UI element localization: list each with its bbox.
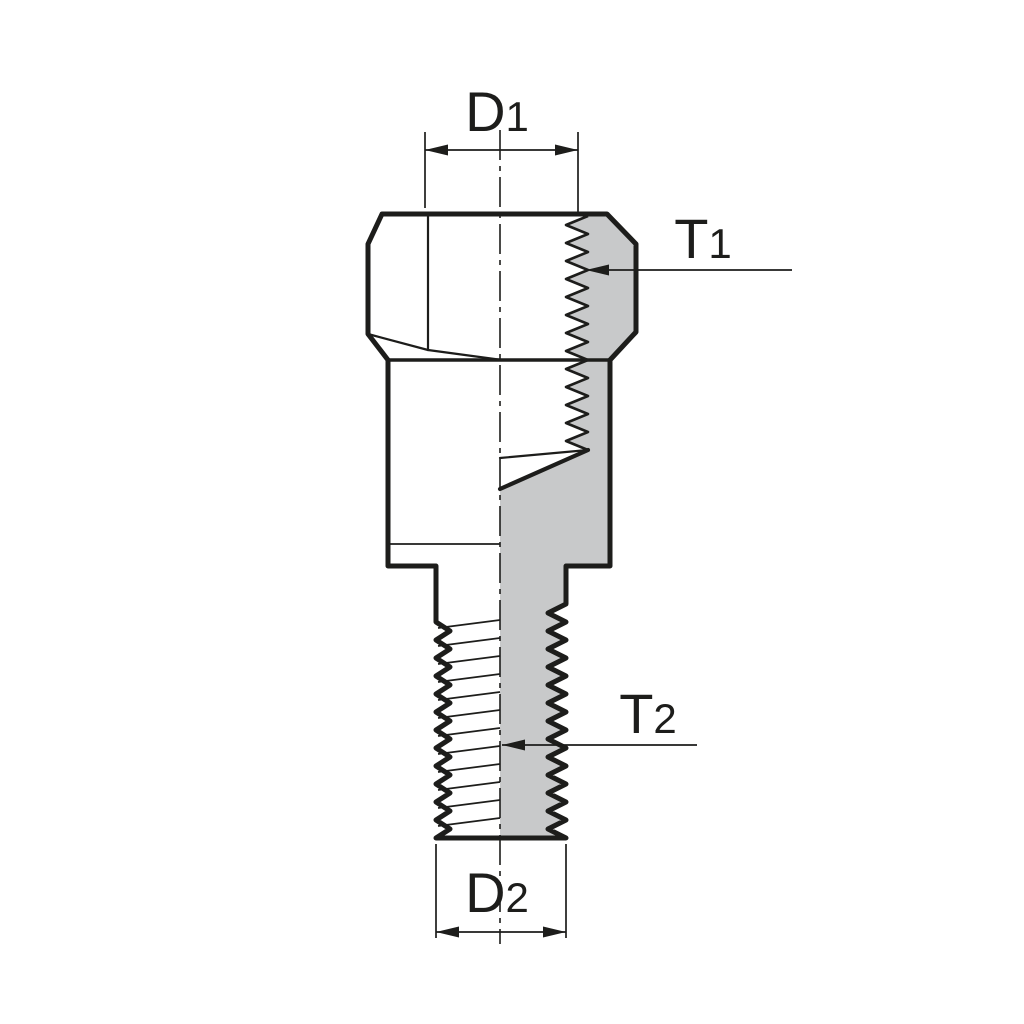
part-outline [365, 211, 639, 841]
t1-arrowhead-icon [586, 264, 609, 276]
dimension-d2: D2 [435, 844, 567, 938]
dimension-label-t2: T2 [619, 682, 677, 745]
dimension-label-t1: T1 [674, 207, 732, 270]
dimension-d1: D1 [424, 80, 579, 212]
leader-t2: T2 [502, 682, 697, 751]
d1-arrowhead-left-icon [425, 144, 448, 156]
hole-cone-lower-line [497, 447, 591, 492]
internal-thread-profile [564, 214, 590, 452]
hole-cone-upper-line [498, 448, 590, 460]
d2-arrowhead-left-icon [436, 926, 459, 938]
external-thread-lines [437, 619, 501, 827]
hex-facet-lower-left-line [366, 332, 430, 352]
d2-arrowhead-right-icon [543, 926, 566, 938]
leader-t1: T1 [586, 207, 792, 276]
dimension-label-d1: D1 [465, 80, 529, 143]
dimension-label-d2: D2 [465, 861, 529, 924]
t2-arrowhead-icon [502, 739, 525, 751]
hex-facet-lower-right-line [426, 348, 504, 362]
d1-arrowhead-right-icon [555, 144, 578, 156]
section-fill-region [500, 214, 636, 838]
